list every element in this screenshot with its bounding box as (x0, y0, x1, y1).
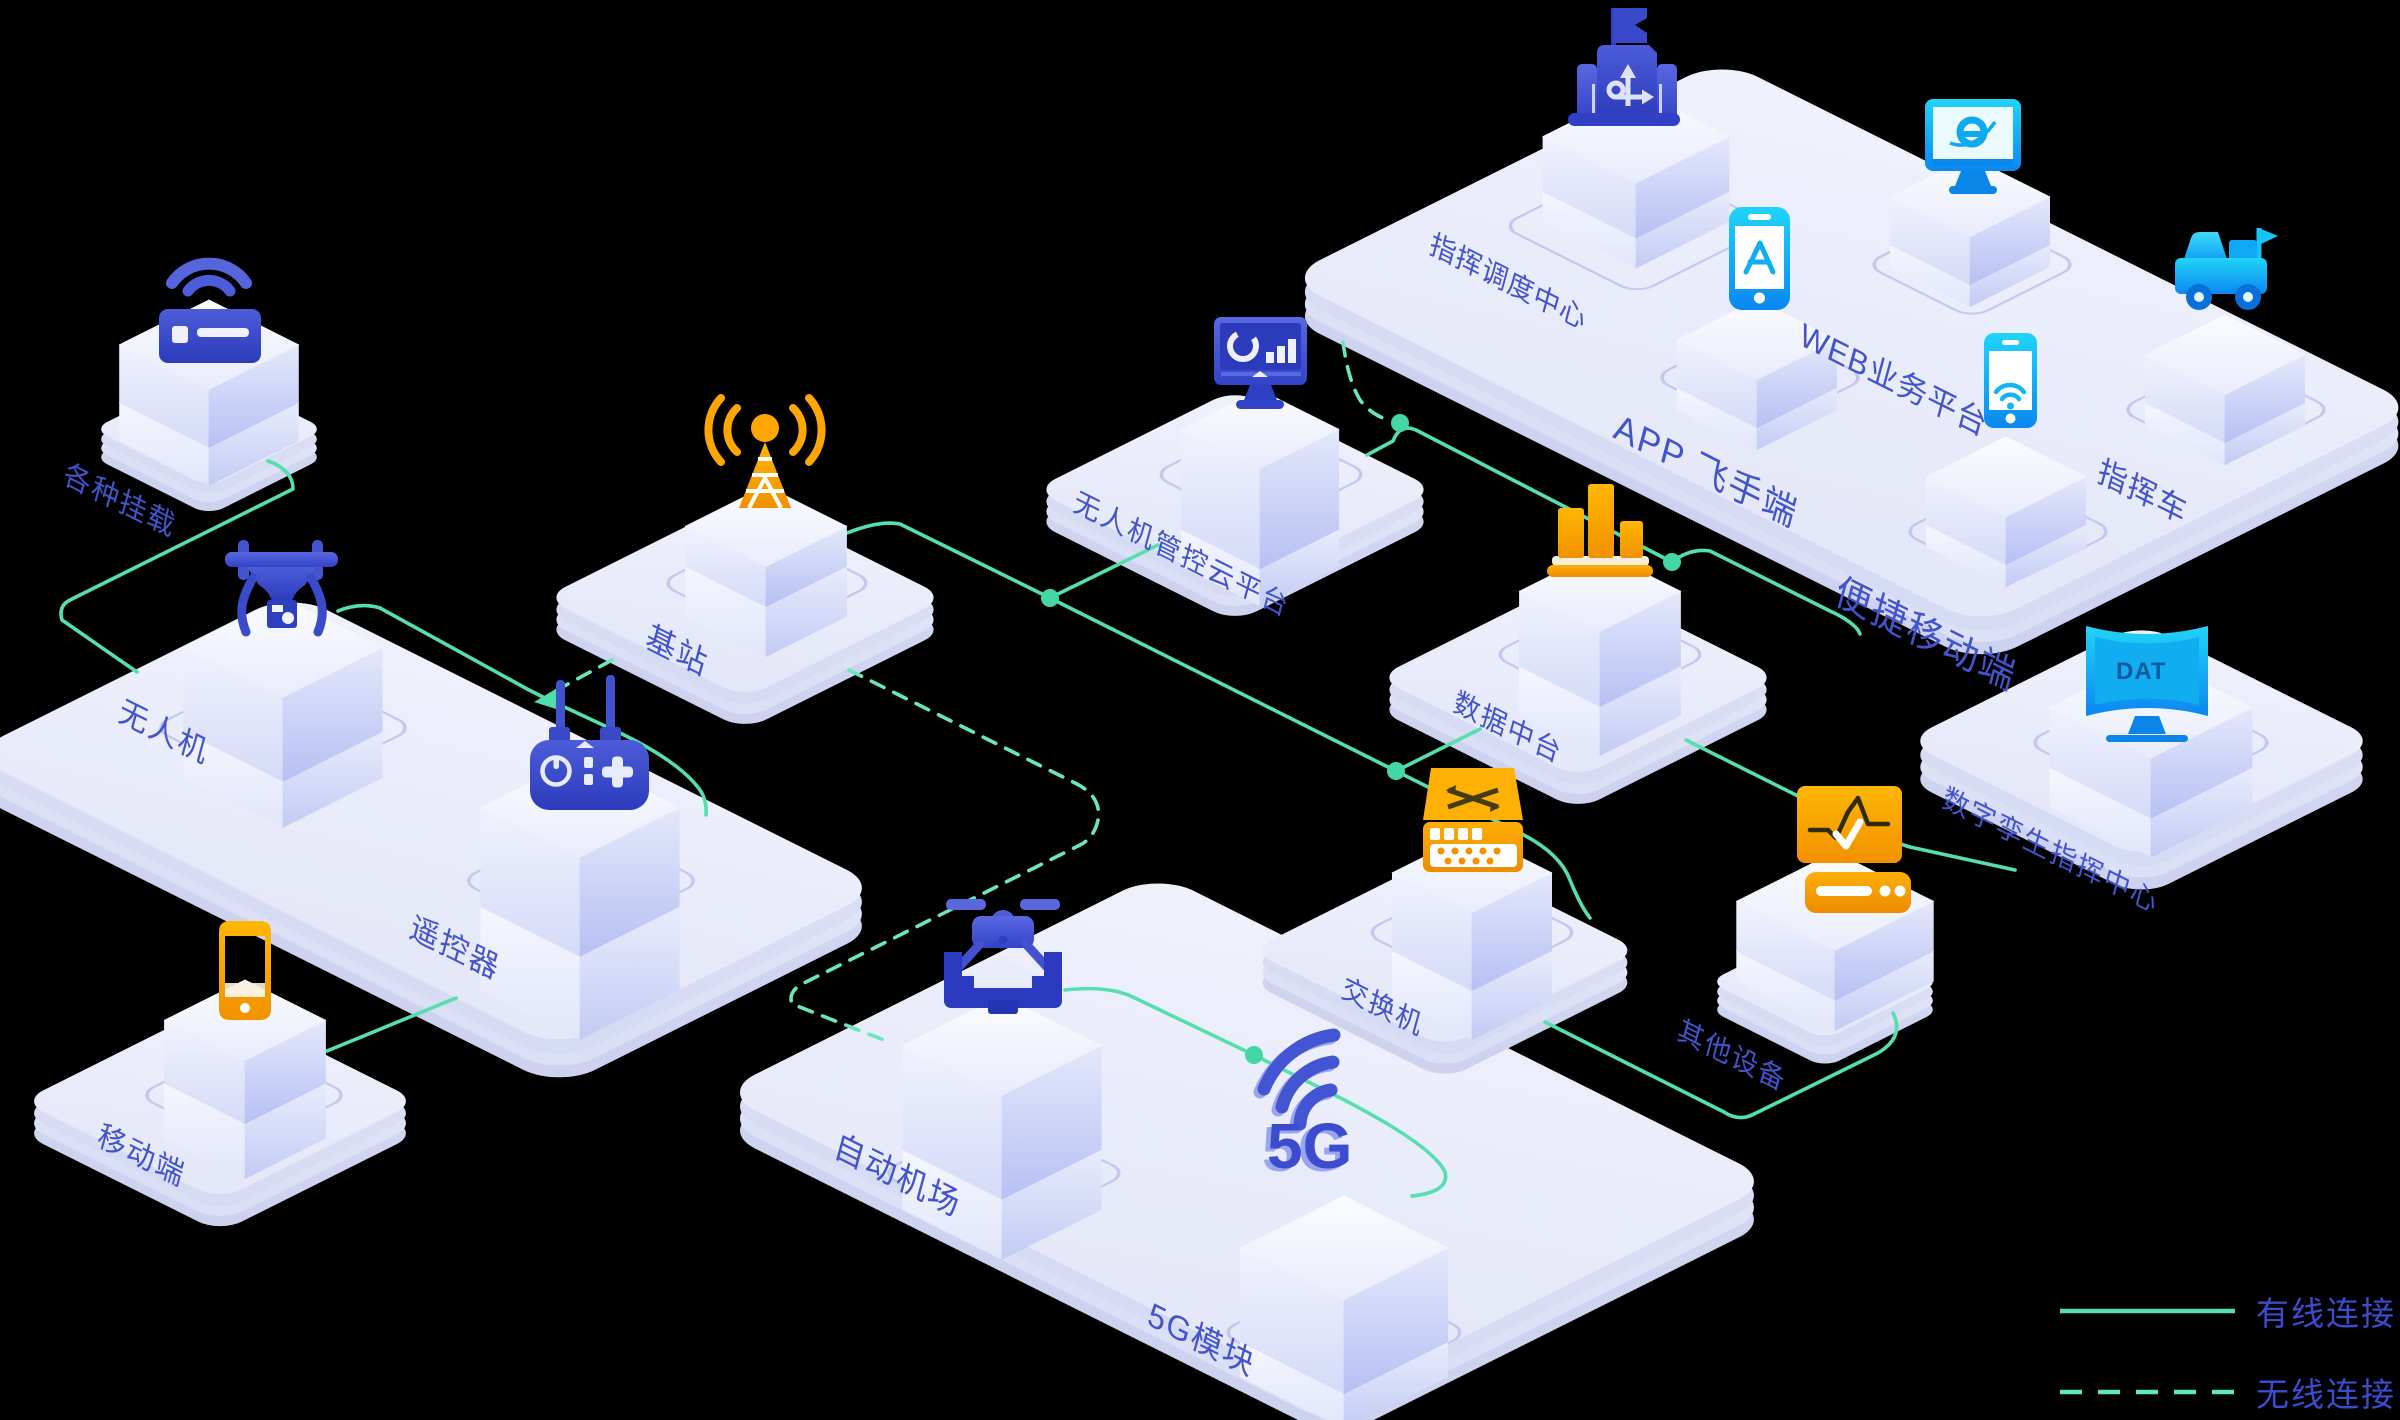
svg-text:有线连接: 有线连接 (2256, 1295, 2396, 1332)
svg-text:DAT: DAT (2116, 658, 2167, 685)
svg-text:5G: 5G (1267, 1110, 1352, 1182)
svg-text:无线连接: 无线连接 (2256, 1376, 2396, 1413)
svg-text:5G: 5G (1262, 1113, 1347, 1185)
